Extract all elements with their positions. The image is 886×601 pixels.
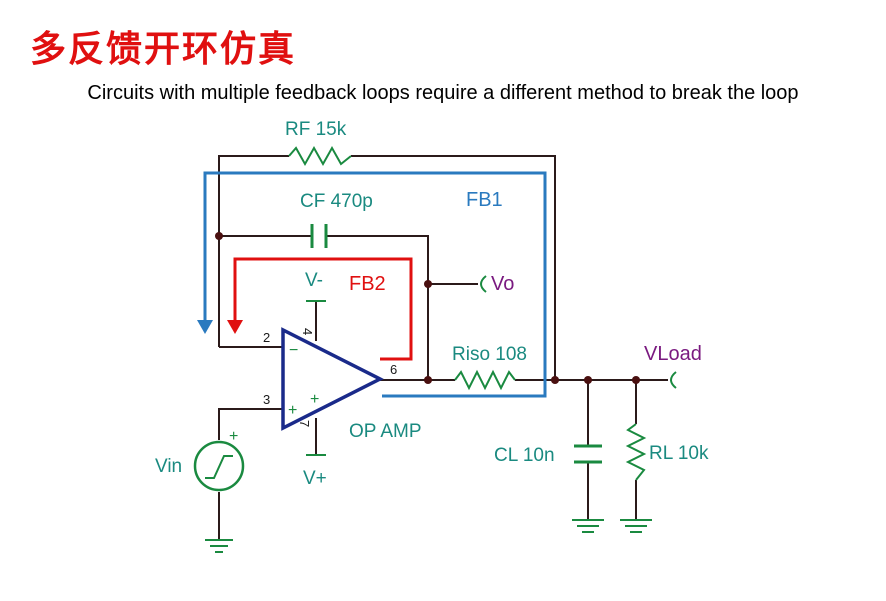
pin-3: 3: [263, 392, 270, 407]
fb2-arrowhead-icon: [227, 320, 243, 334]
junction-rf-right: [551, 376, 559, 384]
wire-cf-right: [326, 235, 429, 380]
pin-6: 6: [390, 362, 397, 377]
capacitor-cf: [310, 224, 328, 248]
fb1-arrow-path: [203, 171, 547, 398]
label-vin: Vin: [155, 456, 182, 477]
pin-2: 2: [263, 330, 270, 345]
label-vload: VLoad: [644, 343, 702, 365]
junction-rl: [632, 376, 640, 384]
junction-cf-left: [215, 232, 223, 240]
label-cf: CF 470p: [300, 191, 373, 212]
opamp-plus-sign: +: [288, 402, 297, 419]
pin-7: 7: [297, 420, 312, 427]
label-fb1: FB1: [466, 189, 503, 211]
label-rl: RL 10k: [649, 443, 709, 464]
fb1-arrowhead-icon: [197, 320, 213, 334]
junction-out: [424, 376, 432, 384]
label-vo: Vo: [491, 273, 514, 295]
opamp-plus-sign-small: +: [310, 391, 319, 408]
junction-cl: [584, 376, 592, 384]
wire-noninv: [218, 408, 283, 440]
page-title: 多反馈开环仿真: [30, 29, 297, 70]
ground-rl: [620, 519, 652, 533]
vin-step-icon: [205, 455, 233, 479]
label-vplus: V+: [303, 468, 327, 489]
wire-rf-right: [351, 155, 556, 380]
resistor-rf: [288, 145, 352, 167]
ground-cl: [572, 519, 604, 533]
pin-4: 4: [300, 328, 315, 335]
resistor-riso: [454, 369, 516, 391]
probe-vo-icon: [480, 275, 487, 293]
label-cl: CL 10n: [494, 445, 555, 466]
resistor-rl: [625, 423, 647, 481]
label-vminus: V-: [305, 270, 323, 291]
wire-rf-loop: [218, 155, 289, 347]
ground-vin: [205, 539, 233, 553]
wires: [218, 155, 668, 540]
opamp-minus-sign: −: [289, 342, 298, 359]
page-subtitle: Circuits with multiple feedback loops re…: [87, 82, 799, 104]
fb2-arrow-path: [233, 257, 413, 361]
junction-vo: [424, 280, 432, 288]
label-fb2: FB2: [349, 273, 386, 295]
label-riso: Riso 108: [452, 344, 527, 365]
probe-vload-icon: [670, 371, 677, 389]
label-opamp: OP AMP: [349, 421, 422, 442]
opamp-symbol: [281, 327, 384, 431]
vin-plus-sign: +: [229, 428, 238, 445]
junctions: [215, 232, 640, 384]
capacitor-cl: [574, 444, 602, 464]
label-rf: RF 15k: [285, 119, 347, 140]
